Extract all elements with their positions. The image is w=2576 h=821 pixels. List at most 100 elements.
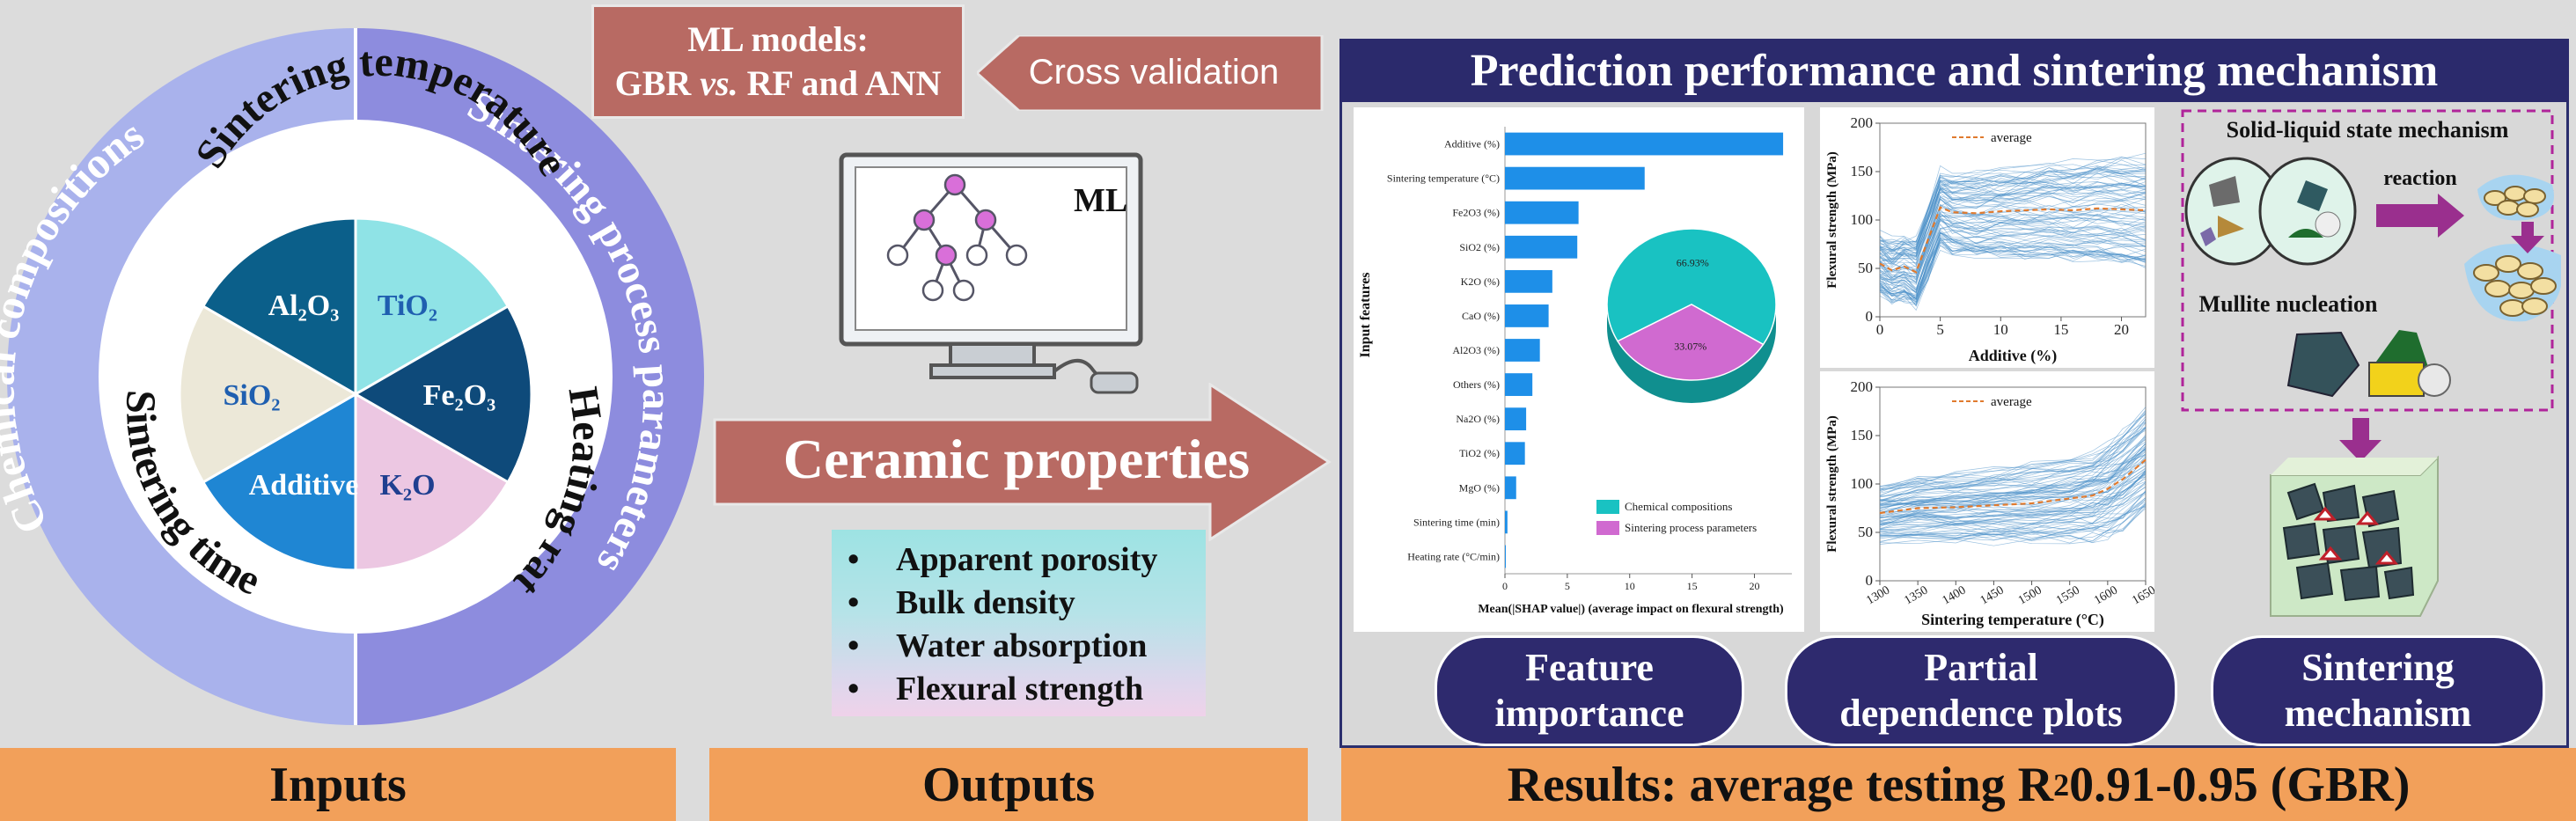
reaction-label: reaction [2383,167,2457,190]
y-tick-label: 100 [1851,211,1874,228]
ice-line [1879,443,2147,502]
ice-line [1879,187,2147,263]
ceramic-properties-label: Ceramic properties [783,428,1250,490]
y-axis-label: Flexural strength (MPa) [1825,415,1839,553]
pie-legend-swatch [1596,521,1619,535]
ice-line [1879,470,2147,524]
input-slice-label: K₂O [379,469,435,502]
liquid-phase-icon [2464,174,2561,322]
ice-line [1879,502,2147,541]
ice-line [1879,473,2147,518]
ice-line [1879,213,2147,284]
ice-line [1879,205,2147,280]
average-line [1879,458,2147,515]
y-tick-label: 50 [1858,260,1873,276]
ice-line [1879,446,2147,509]
y-tick-label: Sintering time (min) [1413,516,1500,528]
input-slice [201,392,357,572]
ice-line [1879,239,2147,299]
ice-line [1879,167,2147,246]
ice-line [1879,217,2147,284]
x-tick-label: 20 [1749,580,1759,592]
results-title: Prediction performance and sintering mec… [1339,39,2569,102]
output-item: •Bulk density [848,584,1075,621]
x-tick-label: 1500 [2016,583,2044,607]
ice-line [1879,193,2147,271]
down-arrow-icon [2339,418,2382,462]
shap-bar [1505,132,1784,156]
y-tick-label: Others (%) [1453,378,1500,391]
ice-line [1879,453,2147,515]
mechanism-illustration: Solid-liquid state mechanism reaction Mu… [2181,109,2561,617]
ice-line [1879,416,2147,490]
ice-line [1879,183,2147,265]
ice-line [1879,249,2147,305]
shap-bar [1505,339,1540,362]
legend-label: average [1991,131,2032,145]
pie-slice [1617,304,1765,381]
x-tick-label: 1400 [1941,583,1969,607]
input-slice-label: Fe₂O₃ [423,379,496,412]
input-slice-label: TiO₂ [378,290,437,322]
x-tick-label: 1650 [2130,583,2154,607]
ice-line [1879,231,2147,294]
legend-label: average [1991,395,2032,409]
shap-bar [1505,201,1579,224]
y-tick-label: 200 [1851,114,1874,131]
ice-line [1879,411,2147,494]
ice-line [1879,443,2147,510]
reaction-arrow-icon [2376,194,2464,238]
cross-validation-arrow-shape [977,35,1324,111]
y-tick-label: SiO2 (%) [1459,241,1500,253]
ml-models-line1: ML models: [687,19,869,59]
ice-line [1879,224,2147,299]
ice-line [1879,506,2147,540]
y-tick-label: 0 [1866,572,1874,589]
shap-bar [1505,407,1527,431]
pie-legend-label: Chemical compositions [1625,500,1732,513]
ice-line [1879,438,2147,501]
particles-icon [2184,157,2357,266]
pie-slice [1606,228,1777,346]
ice-line [1879,177,2147,260]
ice-line [1879,508,2147,545]
x-tick-label: 1350 [1903,583,1931,607]
ice-line [1879,464,2147,513]
y-tick-label: Fe2O3 (%) [1452,207,1500,219]
ice-line [1879,482,2147,525]
y-tick-label: Al2O3 (%) [1452,344,1500,356]
y-tick-label: 0 [1866,308,1874,325]
computer-icon: ML [839,152,1143,394]
ice-line [1879,234,2147,304]
ceramic-properties-arrow: Ceramic properties [713,383,1332,541]
x-tick-label: 10 [1625,580,1635,592]
cross-validation-label: Cross validation [1028,52,1280,92]
ice-line [1879,473,2147,526]
x-tick-label: 20 [2114,321,2129,338]
shap-bar-chart: Additive (%)Sintering temperature (°C)Fe… [1358,127,1792,616]
ice-line [1879,239,2147,299]
input-slice [354,216,510,397]
shap-bar [1505,235,1578,259]
ml-models-line2: GBR vs. RF and ANN [614,63,942,103]
ice-line [1879,182,2147,263]
ice-line [1879,157,2147,242]
x-tick-label: 5 [1565,580,1570,592]
x-tick-label: 1550 [2054,583,2082,607]
ice-line [1879,443,2147,506]
ice-line [1879,421,2147,496]
x-tick-label: 5 [1936,321,1944,338]
shap-bar [1505,373,1533,396]
feature-importance-panel: Additive (%)Sintering temperature (°C)Fe… [1354,107,1804,632]
down-arrow-icon [2511,222,2544,253]
input-slice-label: SiO₂ [224,379,281,412]
pie-legend-label: Sintering process parameters [1625,521,1757,534]
input-slice-label: Additive [249,469,359,502]
shap-bar [1505,545,1506,568]
y-tick-label: 150 [1851,427,1874,443]
